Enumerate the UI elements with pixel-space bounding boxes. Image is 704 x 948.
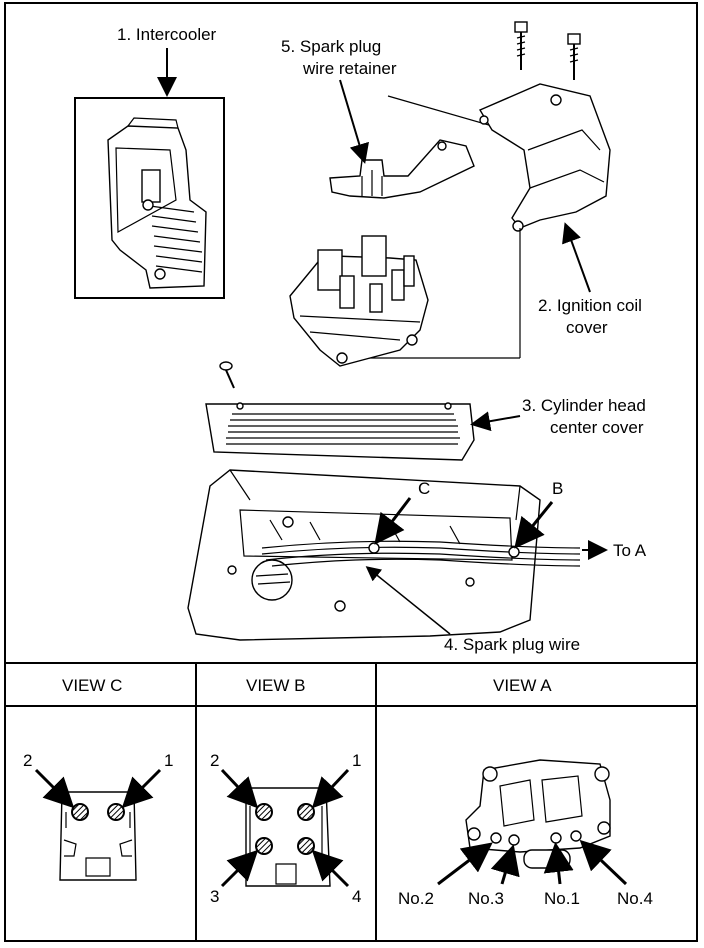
cylinder-head-arrow (470, 411, 521, 432)
to-a-label: To A (613, 541, 647, 560)
view-b-wire-2 (255, 803, 273, 821)
engine-head-illustration (187, 469, 581, 641)
view-a-coil-pack (465, 759, 611, 869)
view-b-arrow-1 (311, 768, 350, 809)
view-c-wire-2 (71, 803, 89, 821)
intercooler-label: 1. Intercooler (117, 25, 217, 44)
view-b-wire-3 (255, 837, 273, 855)
cover-bolt-right (567, 33, 581, 80)
cylinder-head-label-line2: center cover (550, 418, 644, 437)
point-c-arrow (374, 497, 412, 545)
cylinder-head-label-line1: 3. Cylinder head (522, 396, 646, 415)
view-c-arrow-2 (34, 768, 75, 809)
view-a-title: VIEW A (493, 676, 552, 695)
coil-cover-label-line1: 2. Ignition coil (538, 296, 642, 315)
view-c-retainer (59, 791, 137, 881)
intercooler-illustration (74, 97, 225, 299)
point-c-label: C (418, 479, 430, 498)
spark-plug-wire-arrow (365, 566, 451, 635)
view-c-label-1: 1 (164, 751, 173, 770)
ignition-coil-illustration (289, 235, 429, 367)
view-b-label-1: 1 (352, 751, 361, 770)
view-c-label-2: 2 (23, 751, 32, 770)
view-c-wire-1 (107, 803, 125, 821)
view-b-arrow-4 (311, 849, 350, 888)
view-a-label-no2: No.2 (398, 889, 434, 908)
view-a-arrow-no4 (579, 839, 628, 886)
view-b-label-3: 3 (210, 887, 219, 906)
coil-cover-label-line2: cover (566, 318, 608, 337)
view-b-label-4: 4 (352, 887, 361, 906)
point-b-label: B (552, 479, 563, 498)
view-a-terminal-2 (490, 832, 502, 844)
cover-screw (219, 361, 235, 389)
retainer-arrow (339, 79, 369, 164)
cylinder-head-cover-illustration (205, 361, 475, 461)
view-a-label-no3: No.3 (468, 889, 504, 908)
view-b-wire-1 (297, 803, 315, 821)
view-c-title: VIEW C (62, 676, 122, 695)
view-b-arrow-3 (220, 849, 259, 888)
view-c-arrow-1 (121, 768, 162, 809)
diagram-border (4, 2, 698, 942)
view-b-title: VIEW B (246, 676, 306, 695)
ignition-coil-cover-illustration (360, 21, 611, 359)
cover-bolt-left (514, 21, 528, 70)
view-a-arrow-no2 (437, 842, 493, 886)
view-a-arrow-no3 (490, 844, 520, 885)
point-b-arrow (514, 501, 554, 549)
view-b-label-2: 2 (210, 751, 219, 770)
view-b-arrow-2 (220, 768, 259, 809)
view-a-terminal-1 (550, 832, 562, 844)
view-a-label-no4: No.4 (617, 889, 653, 908)
view-a-label-no1: No.1 (544, 889, 580, 908)
retainer-label-line2: wire retainer (302, 59, 397, 78)
view-b-wire-4 (297, 837, 315, 855)
spark-plug-wire-label: 4. Spark plug wire (444, 635, 580, 654)
view-b-retainer (245, 787, 331, 887)
view-a-terminal-4 (570, 830, 582, 842)
retainer-label-line1: 5. Spark plug (281, 37, 381, 56)
view-a-arrow-no1 (543, 842, 574, 885)
coil-cover-arrow (562, 222, 591, 293)
wire-bundle (261, 540, 581, 567)
view-a-terminal-3 (508, 834, 520, 846)
